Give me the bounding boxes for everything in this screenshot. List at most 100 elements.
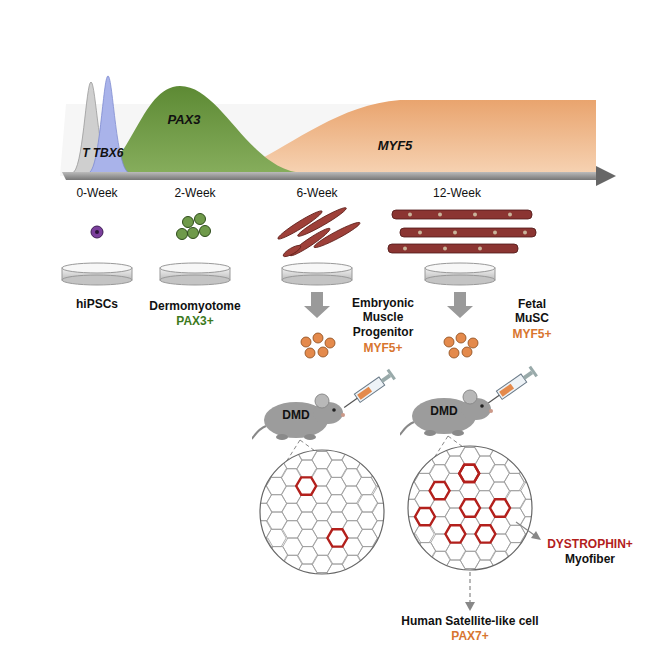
myofiber-outline [222,486,242,503]
myofiber-outline [236,529,256,546]
myofiber-outline [312,503,332,520]
myofiber-outline [339,517,359,534]
myofiber-outline [520,569,540,586]
myofiber-outline [580,447,600,464]
myofiber-outline [267,443,287,460]
myofiber-outline [192,503,212,520]
myofiber-outline [342,434,362,451]
myofiber-outline [207,616,227,633]
label: TBX6 [93,146,124,160]
myofiber-outline [415,577,435,594]
myofiber-outline [417,477,437,494]
myofiber-outline [431,586,451,603]
myofiber-outline [354,473,374,490]
myofiber-outline [550,569,570,586]
myofiber-outline [355,508,375,525]
label: 2-Week [174,186,215,200]
myofiber-outline [565,577,585,594]
myofiber-outline [536,491,556,508]
myofiber-outline [193,590,213,607]
myofiber-outline [490,482,510,499]
myofiber-outline [297,581,317,598]
myofiber-outline [297,460,317,477]
myofiber-outline [236,425,256,442]
myofiber-outline [355,456,375,473]
myofiber-outline [433,486,453,503]
myofiber-outline [581,586,601,603]
myofiber-outline [385,508,405,525]
myofiber-outline [384,421,404,438]
myofiber-outline [356,477,376,494]
myofiber-outline [505,560,525,577]
myofiber-outline [535,456,555,473]
myofiber-outline [340,534,360,551]
myofiber-outline [565,508,585,525]
myofiber-outline [223,590,243,607]
myofiber-outline [370,499,390,516]
myofiber-outline [474,421,494,438]
myofiber-outline [340,482,360,499]
myofiber-outline [312,451,332,468]
myofiber-outline [370,551,390,568]
myofiber-outline [565,404,585,421]
myofiber-outline [221,469,241,486]
node-label: DMD [266,408,326,422]
label: Embryonic Muscle Progenitor [344,296,422,339]
myofiber-outline [340,499,360,516]
myofiber-outline [459,465,479,482]
myofiber-outline [342,399,362,416]
myofiber-outline [372,451,392,468]
myofiber-outline [340,569,360,586]
myofiber-outline [432,469,452,486]
myofiber-outline [460,569,480,586]
label: MYF5+ [512,327,551,341]
myofiber-outline [237,443,257,460]
label: MYF5+ [363,341,402,355]
myofiber-outline [358,547,378,564]
myofiber-outline [355,577,375,594]
myofiber-outline [520,499,540,516]
myofiber-outline [313,590,333,607]
myofiber-outline [566,595,586,612]
myofiber-outline [475,525,495,542]
myofiber-outline [445,577,465,594]
myofiber-outline [372,607,392,624]
myofiber-outline [565,456,585,473]
myofiber-outline [326,425,346,442]
myofiber-outline [565,439,585,456]
myofiber-outline [370,569,390,586]
myofiber-outline [445,525,465,542]
myofiber-outline [490,430,510,447]
myofiber-outline [192,399,212,416]
myofiber-outline [222,607,242,624]
label: MYF5 [378,138,413,154]
myofiber-outline [312,573,332,590]
myofiber-outline [267,616,287,633]
myofiber-outline [221,417,241,434]
myofiber-outline [340,430,360,447]
myofiber-outline [371,469,391,486]
myofiber-outline [370,395,390,412]
myofiber-outline [207,581,227,598]
myofiber-outline [192,573,212,590]
myofiber-outline [222,399,242,416]
myofiber-outline [207,547,227,564]
myofiber-outline [340,551,360,568]
myofiber-outline [354,421,374,438]
myofiber-outline [387,460,407,477]
myofiber-outline [268,599,288,616]
myofiber-outline [387,564,407,581]
myofiber-outline [387,477,407,494]
myofiber-outline [446,595,466,612]
myofiber-outline [298,599,318,616]
myofiber-outline [565,473,585,490]
myofiber-outline [357,408,377,425]
myofiber-outline [490,395,510,412]
myofiber-outline [370,430,390,447]
myofiber-outline [580,499,600,516]
myofiber-outline [446,543,466,560]
myofiber-outline [355,612,375,629]
myofiber-outline [237,408,257,425]
myofiber-outline [387,408,407,425]
myofiber-outline [475,525,495,542]
